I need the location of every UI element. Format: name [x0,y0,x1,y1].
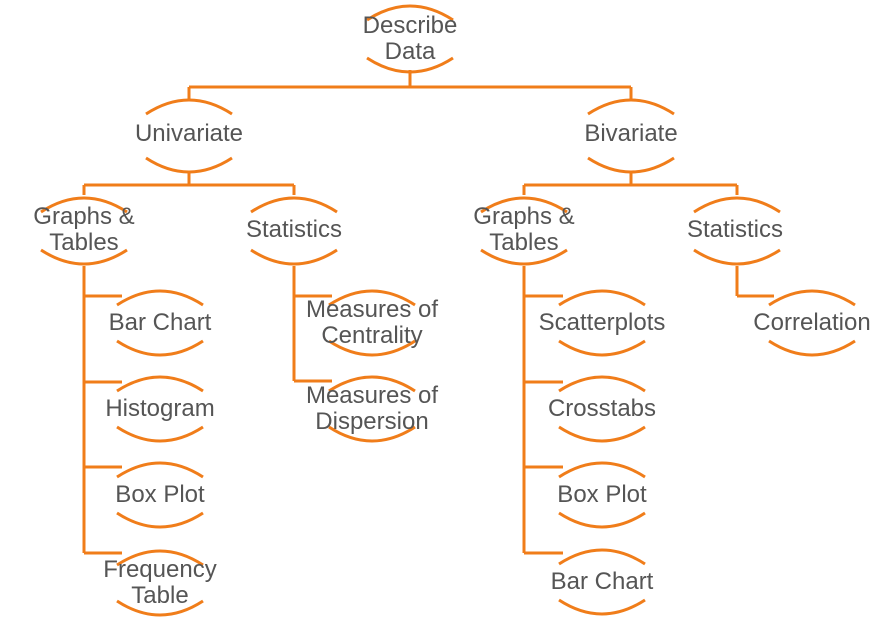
univariate-graph-leaf-bottom-arc [116,339,204,357]
node-line: Box Plot [115,481,205,508]
node-line: Centrality [321,322,423,349]
node-line: Bar Chart [550,568,654,595]
univariate-stat-leaf-bottom-arc [328,339,416,357]
leaf-measures-of-dispersion: Measures of Dispersion [306,383,438,435]
node-bivariate: Bivariate [584,121,677,147]
univariate-statistics-top-arc [250,196,338,214]
bivariate-graph-leaf-top-arc [558,289,646,307]
bivariate-graph-leaf-top-arc [558,375,646,393]
node-describe-data: Describe Data [363,13,458,65]
leaf-scatterplots: Scatterplots [539,310,666,336]
univariate-graph-leaf-bottom-arc [116,425,204,443]
node-line: Box Plot [557,481,647,508]
univariate-graph-leaf-top-arc [116,375,204,393]
univariate-graph-leaf-top-arc [116,289,204,307]
node-line: Scatterplots [538,309,666,336]
leaf-correlation: Correlation [753,310,870,336]
leaf-bar-chart-bivariate: Bar Chart [551,569,654,595]
univariate-graph-leaf-bottom-arc [116,599,204,617]
bivariate-statistics-bottom-arc [693,248,781,266]
leaf-bar-chart: Bar Chart [109,310,212,336]
node-line: Statistics [686,216,784,243]
bivariate-top-arc [587,98,675,116]
node-line: Dispersion [315,408,429,435]
bivariate-bottom-arc [587,156,675,174]
leaf-box-plot-bivariate: Box Plot [557,482,646,508]
root-bottom-arc [366,56,454,74]
leaf-crosstabs: Crosstabs [548,396,656,422]
bivariate-graph-leaf-bottom-arc [558,598,646,616]
node-line: Table [131,582,189,609]
bivariate-graph-leaf-bottom-arc [558,511,646,529]
leaf-histogram: Histogram [105,396,214,422]
node-univariate: Univariate [135,121,243,147]
univariate-stat-leaf-top-arc [328,289,416,307]
leaf-frequency-table: Frequency Table [103,557,216,609]
bivariate-graph-leaf-top-arc [558,548,646,566]
node-line: Data [384,38,436,65]
bivariate-graph-leaf-top-arc [558,461,646,479]
node-line: Describe [362,12,458,39]
univariate-graph-leaf-bottom-arc [116,511,204,529]
univariate-graphs-top-arc [40,196,128,214]
node-line: Graphs & [473,203,575,230]
bivariate-graph-leaf-bottom-arc [558,425,646,443]
bivariate-graphs-bottom-arc [480,248,568,266]
node-line: Measures of [305,296,439,323]
univariate-bottom-arc [145,156,233,174]
node-line: Measures of [305,382,439,409]
node-univariate-graphs-tables: Graphs & Tables [33,204,134,256]
node-line: Crosstabs [547,395,657,422]
bivariate-graph-leaf-bottom-arc [558,339,646,357]
node-line: Tables [49,229,119,256]
node-line: Graphs & [33,203,135,230]
leaf-measures-of-centrality: Measures of Centrality [306,297,438,349]
bivariate-statistics-top-arc [693,196,781,214]
bivariate-stat-leaf-bottom-arc [768,339,856,357]
root-top-arc [366,4,454,22]
node-line: Histogram [105,395,215,422]
node-line: Correlation [753,309,871,336]
univariate-graph-leaf-top-arc [116,461,204,479]
node-bivariate-graphs-tables: Graphs & Tables [473,204,574,256]
bivariate-graphs-top-arc [480,196,568,214]
univariate-top-arc [145,98,233,116]
bivariate-stat-leaf-top-arc [768,289,856,307]
node-line: Frequency [103,556,217,583]
node-line: Univariate [134,120,244,147]
univariate-graphs-bottom-arc [40,248,128,266]
node-univariate-statistics: Statistics [246,217,342,243]
univariate-statistics-bottom-arc [250,248,338,266]
node-line: Bivariate [584,120,678,147]
leaf-box-plot: Box Plot [115,482,204,508]
univariate-stat-leaf-bottom-arc [328,425,416,443]
node-bivariate-statistics: Statistics [687,217,783,243]
univariate-graph-leaf-top-arc [116,549,204,567]
univariate-stat-leaf-top-arc [328,375,416,393]
node-line: Tables [489,229,559,256]
node-line: Statistics [245,216,343,243]
node-line: Bar Chart [108,309,212,336]
